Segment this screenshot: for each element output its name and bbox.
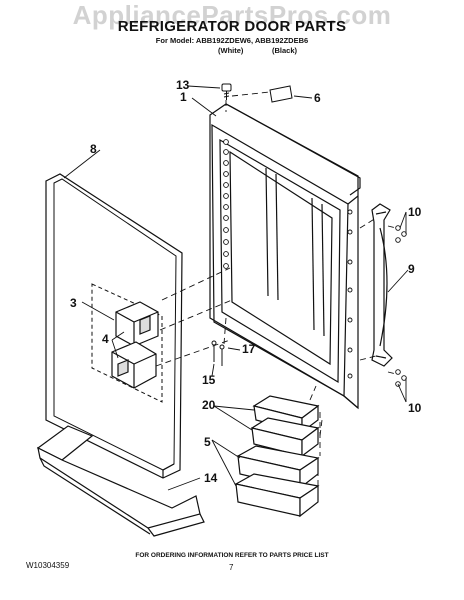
- callout-9: 9: [408, 262, 415, 276]
- page-number: 7: [229, 563, 234, 572]
- callout-6: 6: [314, 91, 321, 105]
- callout-15: 15: [202, 373, 216, 387]
- hinge-cover-drawing: [269, 85, 293, 103]
- screws-10-drawing: [395, 225, 407, 387]
- ordering-note: FOR ORDERING INFORMATION REFER TO PARTS …: [135, 552, 329, 559]
- shelf-14-drawing: [36, 425, 205, 537]
- callout-1: 1: [180, 90, 187, 104]
- callout-17: 17: [242, 342, 256, 356]
- door-panel-drawing: [45, 173, 183, 479]
- callout-14: 14: [204, 471, 218, 485]
- bins-5-drawing: [234, 445, 320, 518]
- screws-15-drawing: [211, 340, 225, 366]
- callout-10-bottom: 10: [408, 401, 422, 415]
- watermark: AppliancePartsPros.com: [72, 0, 392, 30]
- callout-8: 8: [90, 142, 97, 156]
- callout-4: 4: [102, 332, 109, 346]
- page-title: REFRIGERATOR DOOR PARTS: [117, 18, 347, 35]
- assembly-lines: [155, 91, 397, 486]
- dispenser-parts-drawing: [111, 301, 159, 389]
- document-id: W10304359: [26, 561, 70, 570]
- callout-10-top: 10: [408, 205, 422, 219]
- callout-3: 3: [70, 296, 77, 310]
- liner-clips: [223, 139, 353, 379]
- screw-13-drawing: [221, 83, 232, 100]
- callout-5: 5: [204, 435, 211, 449]
- callout-20: 20: [202, 398, 216, 412]
- bins-20-drawing: [250, 395, 320, 458]
- color-white-label: (White): [218, 46, 244, 55]
- handle-drawing: [371, 203, 393, 367]
- callout-13: 13: [176, 78, 190, 92]
- color-black-label: (Black): [272, 46, 298, 55]
- door-liner-drawing: [209, 103, 361, 410]
- leader-lines: [63, 85, 409, 491]
- model-line: For Model: ABB192ZDEW6, ABB192ZDEB6: [155, 36, 309, 45]
